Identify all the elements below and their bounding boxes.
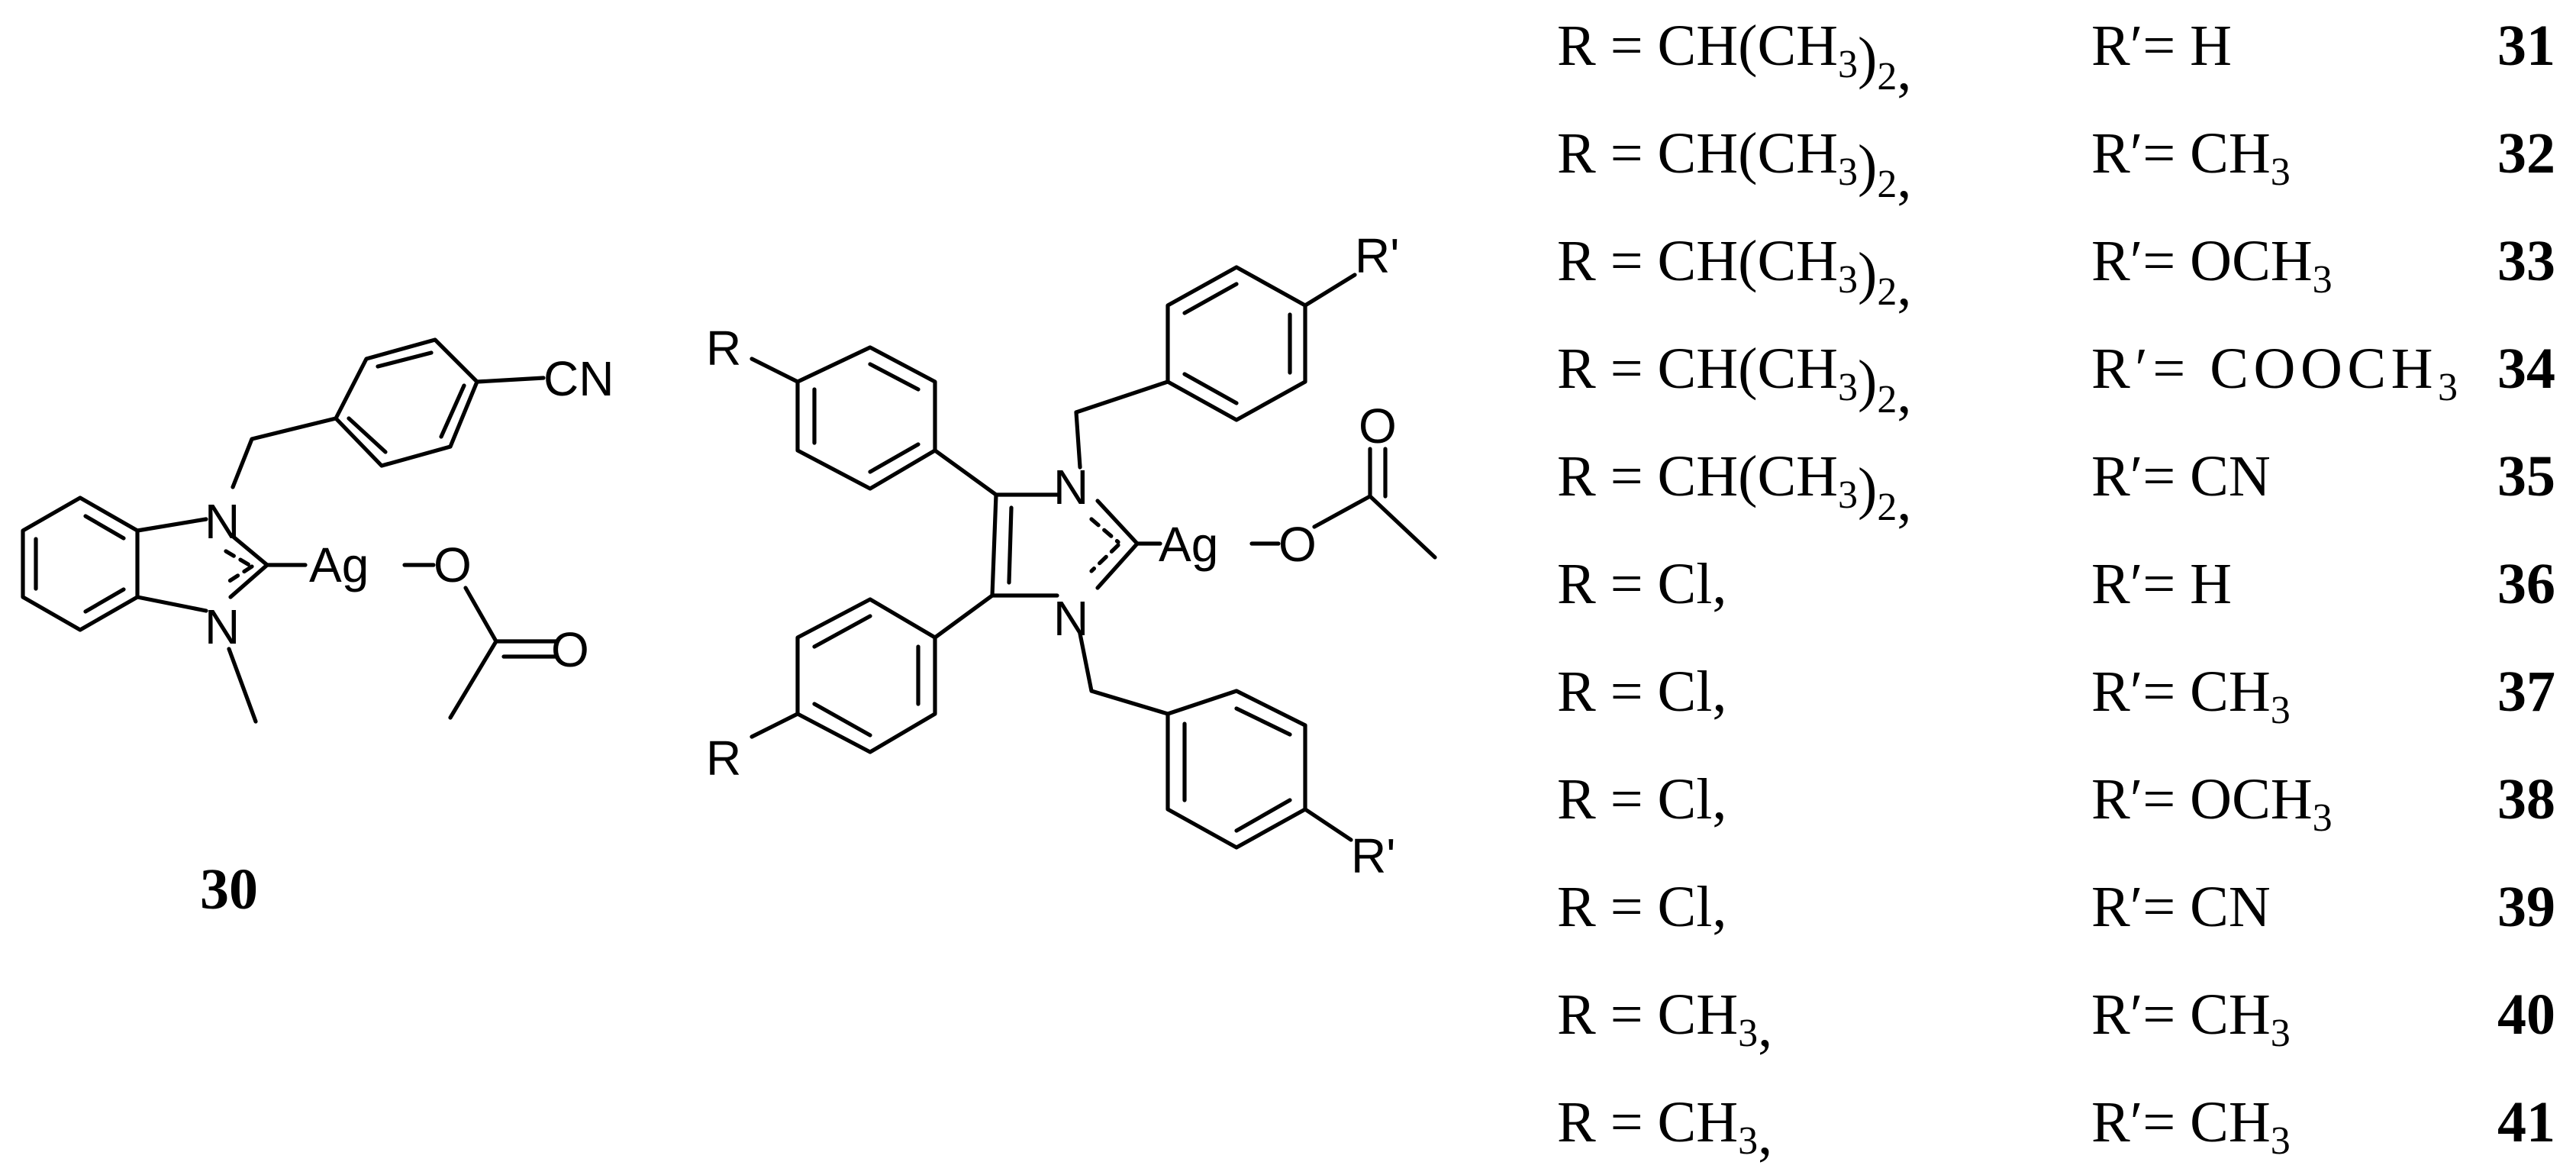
r-prime-substituent-cell: R′= CH3 (2091, 660, 2291, 732)
substituent-table: R = CH(CH3)2, R′= H 31 R = CH(CH3)2, R′= CH3… (1557, 14, 2555, 1167)
table-row: R = CH(CH3)2, R′= CH3 32 (1557, 121, 2555, 210)
r-substituent-cell: R = CH(CH3)2, (1557, 121, 1911, 210)
upper-aryl-ring-double-bonds (812, 362, 920, 474)
imidazole-c4c5-double (1007, 505, 1014, 585)
bottom-benzyl-ring-double-bonds (1182, 706, 1292, 833)
benzo-ring-inner-double-bonds (34, 514, 126, 614)
benzimidazole-dashed-bond (224, 549, 254, 586)
r-prime-substituent-cell: R′= CH3 (2091, 983, 2291, 1055)
table-row: R = CH(CH3)2, R′= OCH3 33 (1557, 229, 2555, 318)
table-row: R = CH(CH3)2, R′= H 31 (1557, 14, 2555, 102)
compound-number-cell: 40 (2497, 983, 2555, 1047)
compound-number-cell: 32 (2497, 121, 2555, 186)
r-prime-substituent-cell: R′= CH3 (2091, 1090, 2291, 1163)
upper-r-bond (750, 357, 800, 384)
top-rprime-bond (1303, 273, 1357, 308)
r-substituent-cell: R = Cl, (1557, 552, 1726, 616)
top-nitrogen-label: N (1053, 460, 1088, 515)
r-substituent-cell: R = CH3, (1557, 983, 1772, 1059)
imidazole-dashed-bond (1089, 517, 1120, 573)
carbonyl-oxygen-label-general: O (1359, 399, 1397, 454)
compound-number-cell: 37 (2497, 660, 2555, 724)
compound-number-cell: 41 (2497, 1090, 2555, 1154)
r-substituent-cell: R = Cl, (1557, 875, 1726, 939)
n-benzyl-bond (231, 416, 338, 489)
compound-30-number: 30 (200, 857, 258, 922)
bottom-nitrogen-label: N (1053, 591, 1088, 646)
silver-label-general: Ag (1159, 517, 1218, 572)
bottom-benzyl-ring-bonds (1165, 689, 1307, 850)
n3-atom-label: N (205, 494, 240, 549)
table-row: R = Cl, R′= OCH3 38 (1557, 767, 2555, 840)
r-substituent-cell: R = Cl, (1557, 767, 1726, 831)
lower-r-bond (750, 712, 800, 739)
silver-atom-label: Ag (309, 537, 369, 592)
oxygen-atom-label: O (434, 537, 472, 592)
r-prime-substituent-cell: R′= OCH3 (2091, 767, 2333, 840)
upper-aryl-link-bond (933, 448, 998, 497)
table-row: R = Cl, R′= CH3 37 (1557, 660, 2555, 732)
r-prime-substituent-cell: R′= H (2091, 14, 2232, 78)
top-benzyl-ch2-bond (1074, 379, 1170, 470)
top-rprime-label: R' (1355, 228, 1399, 283)
n-methyl-bond (227, 647, 258, 724)
r-substituent-cell: R = CH(CH3)2, (1557, 229, 1911, 318)
table-row: R = Cl, R′= H 36 (1557, 552, 2555, 616)
r-prime-substituent-cell: R′= OCH3 (2091, 229, 2333, 302)
r-substituent-cell: R = CH(CH3)2, (1557, 337, 1911, 425)
table-row: R = CH3, R′= CH3 40 (1557, 983, 2555, 1059)
nitrile-bond (475, 376, 546, 384)
lower-aryl-ring-bonds (795, 597, 937, 754)
benzo-ring-bonds (21, 496, 140, 632)
r-prime-substituent-cell: R′= CN (2091, 875, 2271, 939)
imidazole-ring-bonds (990, 492, 1140, 598)
r-substituent-cell: R = CH3, (1557, 1090, 1772, 1167)
compound-30-structure: N N Ag O O CN (21, 337, 614, 724)
benzimidazole-ring-bonds (135, 517, 269, 613)
table-row: R = CH(CH3)2, R′= CN 35 (1557, 444, 2555, 533)
r-substituent-cell: R = CH(CH3)2, (1557, 444, 1911, 533)
bottom-benzyl-ch2-bond (1078, 631, 1170, 716)
top-benzyl-ring-double-bonds (1182, 282, 1292, 405)
lower-aryl-ring-double-bonds (812, 614, 920, 738)
nitrile-group-label: CN (543, 351, 614, 406)
bottom-rprime-label: R' (1351, 828, 1395, 883)
r-substituent-cell: R = Cl, (1557, 660, 1726, 724)
r-prime-substituent-cell: R′= CN (2091, 444, 2271, 508)
compound-general-structure: N N Ag O O R R R' R' (706, 228, 1437, 883)
compound-number-cell: 34 (2497, 337, 2555, 401)
top-benzyl-ring-bonds (1165, 265, 1307, 422)
compound-number-cell: 39 (2497, 875, 2555, 939)
r-prime-substituent-cell: R′= CH3 (2091, 121, 2291, 194)
bottom-rprime-bond (1303, 807, 1353, 842)
carbonyl-oxygen-label: O (551, 622, 589, 677)
lower-aryl-link-bond (933, 593, 995, 640)
oxygen-label-general: O (1278, 517, 1317, 572)
cyanobenzyl-ring-double-bonds (347, 350, 466, 454)
lower-r-label: R (706, 731, 741, 786)
compound-number-cell: 36 (2497, 552, 2555, 616)
r-prime-substituent-cell: R′= H (2091, 552, 2232, 616)
table-row: R = CH3, R′= CH3 41 (1557, 1090, 2555, 1167)
table-row: R = Cl, R′= CN 39 (1557, 875, 2555, 939)
upper-aryl-ring-bonds (795, 345, 937, 491)
acetate-bonds-general (1312, 447, 1437, 560)
n1-atom-label: N (205, 599, 240, 654)
acetate-bonds (448, 586, 559, 720)
compound-number-cell: 33 (2497, 229, 2555, 293)
r-substituent-cell: R = CH(CH3)2, (1557, 14, 1911, 102)
compound-number-cell: 31 (2497, 14, 2555, 78)
compound-number-cell: 38 (2497, 767, 2555, 831)
upper-r-label: R (706, 321, 741, 376)
compound-number-cell: 35 (2497, 444, 2555, 508)
